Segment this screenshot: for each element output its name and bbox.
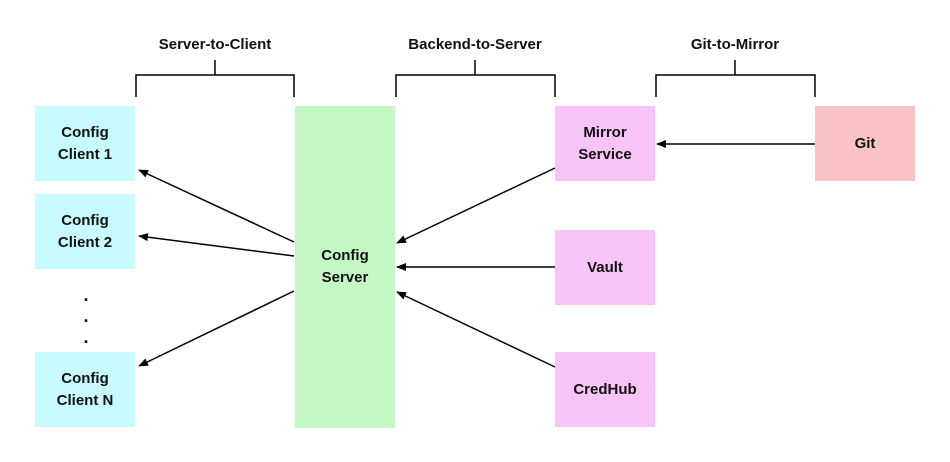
config-client-1: Config Client 1 (35, 106, 135, 181)
mirror-service: Mirror Service (555, 106, 655, 181)
bracket-git-to-mirror (655, 60, 816, 97)
vault: Vault (555, 230, 655, 305)
bracket-backend-to-server (395, 60, 556, 97)
arrow-server-to-client-n (138, 290, 295, 367)
clients-ellipsis: . . . (83, 285, 89, 347)
config-client-2: Config Client 2 (35, 194, 135, 269)
group-label-git-to-mirror: Git-to-Mirror (690, 36, 780, 53)
arrow-mirror-to-server (396, 167, 556, 244)
credhub: CredHub (555, 352, 655, 427)
git: Git (815, 106, 915, 181)
arrow-server-to-client-2 (138, 233, 295, 257)
arrow-server-to-client-1 (138, 169, 295, 243)
arrow-credhub-to-server (396, 291, 556, 368)
bracket-server-to-client (135, 60, 295, 97)
config-server: Config Server (295, 106, 395, 428)
group-label-server-to-client: Server-to-Client (158, 36, 272, 53)
config-client-n: Config Client N (35, 352, 135, 427)
group-label-backend-to-server: Backend-to-Server (408, 36, 542, 53)
